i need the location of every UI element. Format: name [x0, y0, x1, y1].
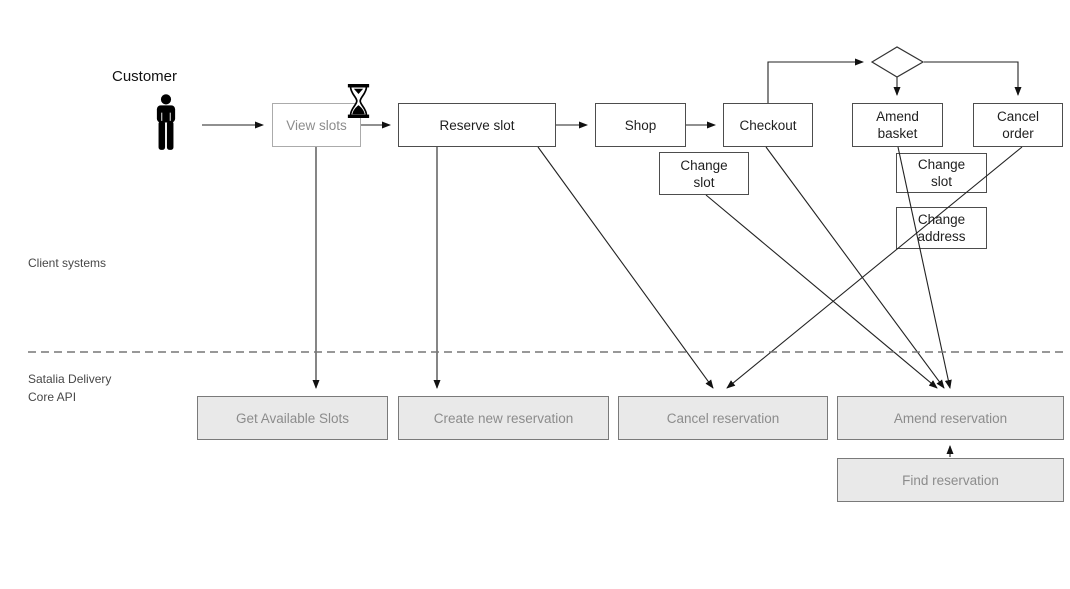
reserve-slot-box: Reserve slot	[398, 103, 556, 147]
cancel-order-box: Cancel order	[973, 103, 1063, 147]
hourglass-icon	[347, 84, 370, 118]
arrow-decision-to-cancel-order	[924, 61, 1022, 96]
decision-diamond	[870, 46, 925, 78]
checkout-box: Checkout	[723, 103, 813, 147]
customer-label: Customer	[112, 68, 178, 85]
cancel-reservation-box: Cancel reservation	[618, 396, 828, 440]
client-systems-lane-label: Client systems	[28, 256, 107, 270]
amend-reservation-box: Amend reservation	[837, 396, 1064, 440]
arrow-checkout-to-decision	[767, 58, 864, 103]
amend-basket-box: Amend basket	[852, 103, 943, 147]
view-slots-box: View slots	[272, 103, 361, 147]
change-slot-checkout-box: Change slot	[659, 152, 749, 195]
find-reservation-box: Find reservation	[837, 458, 1064, 502]
person-icon	[156, 94, 176, 150]
create-new-reservation-box: Create new reservation	[398, 396, 609, 440]
change-slot-amend-box: Change slot	[896, 153, 987, 193]
get-available-slots-box: Get Available Slots	[197, 396, 388, 440]
change-address-box: Change address	[896, 207, 987, 249]
shop-box: Shop	[595, 103, 686, 147]
api-lane-label: Satalia Delivery Core API	[28, 372, 112, 404]
